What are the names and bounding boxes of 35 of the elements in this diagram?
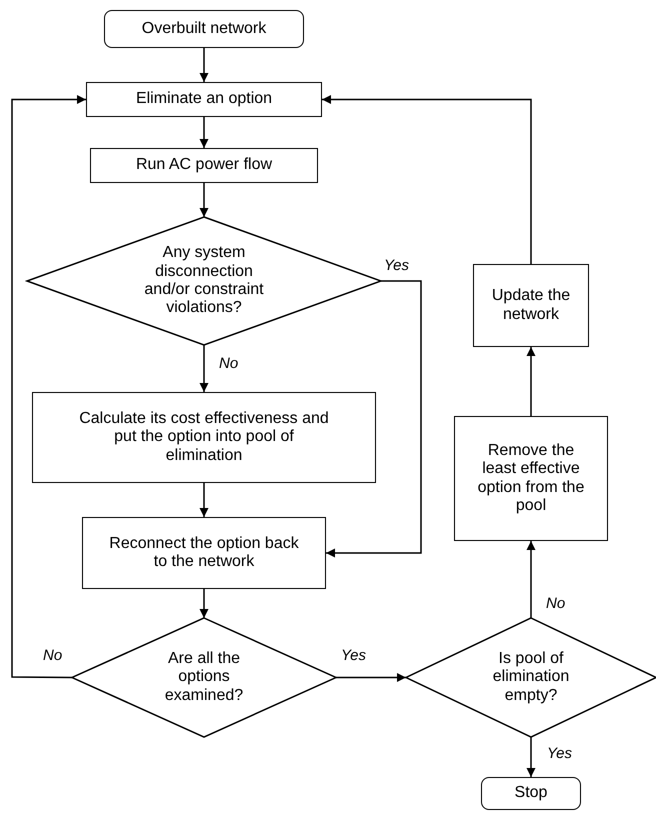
arrow — [322, 95, 532, 264]
process-box — [32, 392, 376, 483]
node-text: Any system disconnection and/or constraint violations? — [143, 244, 265, 318]
arrow — [200, 345, 208, 392]
arrow — [200, 183, 208, 217]
node-text: Remove the least effective option from the pool — [476, 442, 586, 516]
arrow — [11, 95, 86, 678]
arrow — [200, 483, 208, 517]
decision-diamond — [406, 618, 656, 737]
node-text: Overbuilt network — [142, 20, 266, 38]
decision-diamond — [27, 217, 381, 345]
node-text: Update the network — [490, 287, 572, 324]
node-text: Eliminate an option — [136, 90, 272, 109]
arrow — [336, 673, 406, 682]
terminal-box — [104, 10, 304, 48]
arrow — [326, 280, 422, 558]
arrow — [200, 48, 208, 82]
process-box — [86, 82, 322, 117]
terminal-box — [481, 777, 581, 810]
node-text: Reconnect the option back to the network — [109, 534, 299, 572]
node-text: Run AC power flow — [136, 156, 272, 175]
node-text: Are all the options examined? — [164, 650, 244, 706]
process-box — [454, 416, 608, 541]
node-text: Stop — [514, 784, 548, 803]
arrow — [526, 737, 536, 777]
arrow — [200, 117, 208, 148]
node-text: Calculate its cost effectiveness and put the option into pool of elimination — [78, 410, 330, 466]
node-text: Is pool of elimination empty? — [492, 650, 570, 706]
decision-diamond — [72, 618, 336, 737]
arrow — [200, 589, 208, 618]
process-box — [82, 517, 326, 589]
arrow — [526, 541, 536, 618]
process-box — [90, 148, 318, 183]
process-box — [473, 264, 589, 347]
arrow — [526, 347, 536, 416]
